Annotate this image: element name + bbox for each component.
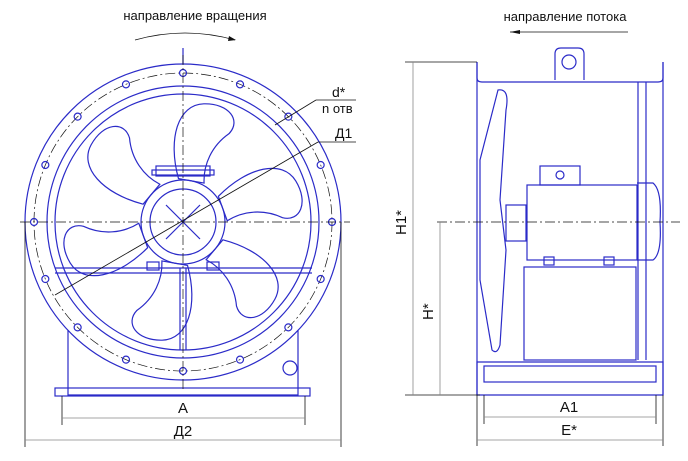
blade [173, 103, 235, 184]
d2-label: Д2 [174, 423, 193, 440]
a-label: A [178, 400, 188, 417]
hole-diameter-label: d* [332, 84, 346, 100]
d1-label: Д1 [335, 125, 352, 141]
bolt-hole [284, 323, 293, 332]
a1-label: A1 [560, 399, 578, 416]
h-label: H* [420, 303, 437, 320]
side-view: направление потока H1* H* A1 E* [393, 9, 680, 446]
blade [131, 260, 193, 341]
front-view: направление вращения Д1 d* n отв [20, 8, 356, 447]
bolt-hole [284, 112, 293, 121]
lifting-eye [554, 47, 585, 80]
blade [87, 125, 161, 205]
bolt-hole [41, 160, 50, 170]
rotation-direction-label: направление вращения [123, 8, 266, 23]
base-frame [476, 361, 664, 396]
motor-terminal-box [539, 165, 581, 186]
bolt-hole [121, 355, 131, 364]
rotation-arrow-icon [134, 32, 236, 41]
bolt-hole [73, 112, 82, 121]
bolt-hole [235, 355, 245, 364]
bolt-hole [41, 274, 50, 284]
e-label: E* [561, 422, 577, 439]
h1-label: H1* [393, 210, 410, 235]
blade-side [479, 89, 508, 353]
hole-count-label: n отв [322, 101, 353, 116]
blade [217, 167, 303, 222]
bolt-hole [316, 160, 325, 170]
bolt-hole [121, 80, 131, 89]
motor-stand [523, 266, 637, 361]
bolt-hole [235, 80, 245, 89]
bolt-hole [316, 274, 325, 284]
arrow-head-icon [228, 36, 236, 41]
ground-icon [282, 360, 298, 376]
blade [205, 239, 279, 319]
base-stand [67, 330, 299, 396]
motor-body [526, 184, 638, 261]
flow-direction-label: направление потока [504, 9, 628, 24]
bolt-hole [29, 217, 39, 227]
bolt-hole [73, 323, 82, 332]
